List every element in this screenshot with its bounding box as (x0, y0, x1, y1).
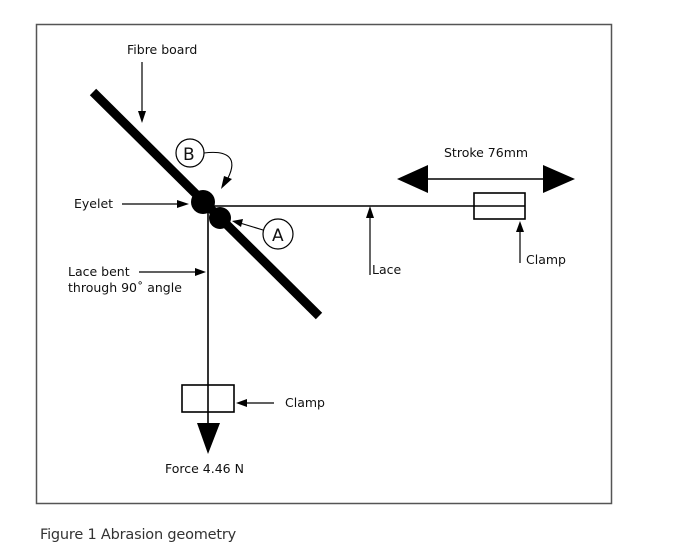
label-force: Force 4.46 N (165, 461, 244, 476)
force-arrow (197, 423, 220, 454)
label-clamp-bottom: Clamp (285, 395, 325, 410)
eyelet-pointer (122, 200, 189, 208)
point-b-callout (175, 138, 233, 189)
label-fibre-board: Fibre board (127, 42, 197, 57)
label-lace: Lace (372, 262, 401, 277)
label-eyelet: Eyelet (74, 196, 113, 211)
label-lace-bent-line1: Lace bent (68, 264, 130, 279)
label-point-a: A (272, 226, 284, 246)
label-stroke: Stroke 76mm (444, 145, 528, 160)
clamp-bottom-pointer (236, 399, 274, 407)
clamp-right (473, 192, 526, 220)
eyelet-b (191, 190, 215, 214)
fibre-board-pointer (138, 62, 146, 123)
point-a-callout (232, 218, 294, 250)
stroke-arrow-right-head (543, 165, 575, 193)
clamp-right-pointer (516, 221, 524, 263)
label-lace-bent-line2: through 90˚ angle (68, 280, 182, 295)
eyelet-a (209, 207, 231, 229)
label-point-b: B (183, 145, 195, 165)
label-clamp-right: Clamp (526, 252, 566, 267)
lace-bent-pointer (139, 268, 206, 276)
lace-pointer (366, 206, 374, 275)
figure-caption: Figure 1 Abrasion geometry (40, 527, 237, 543)
diagram-frame (35, 23, 613, 505)
stroke-arrow-left-head (397, 165, 428, 193)
point-a-circle (262, 218, 294, 250)
clamp-bottom (181, 384, 235, 413)
